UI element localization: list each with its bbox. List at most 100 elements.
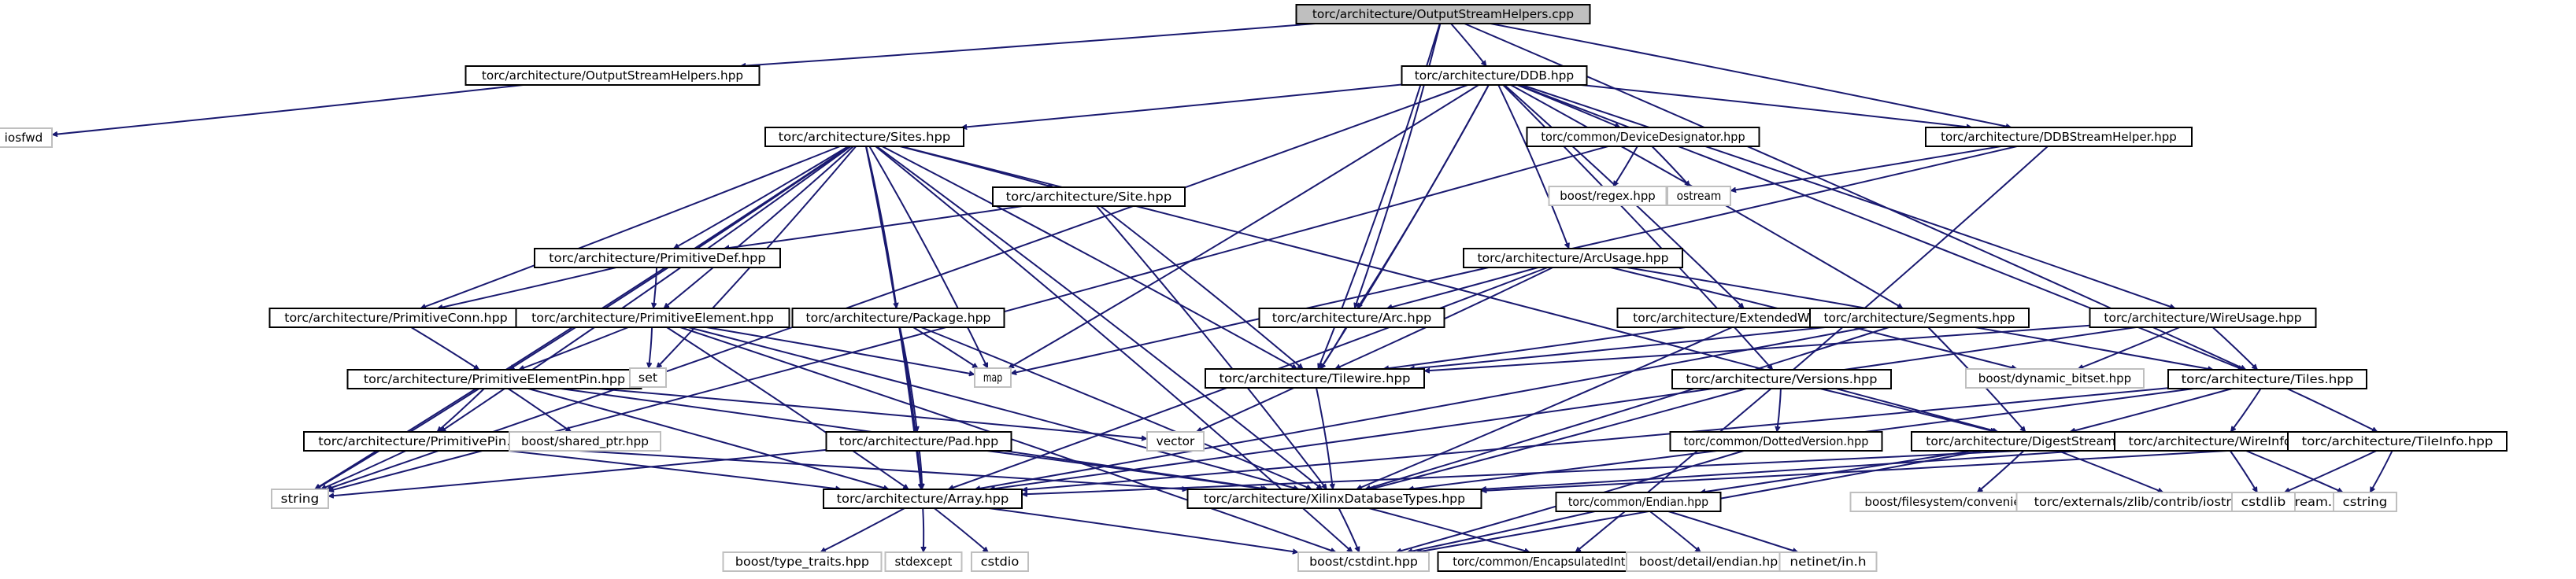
node-box [1555, 492, 1722, 512]
edge-ddb-to-ddbsh [1581, 84, 1971, 127]
node-box [992, 186, 1186, 207]
node-label: torc/common/EncapsulatedInteger.hpp [1453, 555, 1676, 569]
node-osh[interactable]: torc/architecture/OutputStreamHelpers.hp… [464, 65, 761, 86]
edge-devdes-to-ostream [1651, 146, 1691, 187]
node-root[interactable]: torc/architecture/OutputStreamHelpers.cp… [1295, 4, 1591, 24]
node-label: map [983, 371, 1002, 385]
node-cstdint: boost/cstdint.hpp [1297, 551, 1430, 572]
node-label: ostream [1677, 189, 1722, 203]
node-label: stdexcept [895, 555, 953, 569]
edge-pad-to-array [918, 450, 922, 489]
node-label: boost/type_traits.hpp [735, 555, 869, 570]
node-pad[interactable]: torc/architecture/Pad.hpp [825, 431, 1012, 452]
node-box [722, 551, 883, 572]
edge-tiles-to-wireinfo [2230, 388, 2262, 432]
node-arcusage[interactable]: torc/architecture/ArcUsage.hpp [1463, 248, 1683, 268]
edge-tiles-to-tileinfo [2286, 388, 2378, 433]
edge-digest-to-endian [1700, 450, 1973, 492]
node-label: boost/detail/endian.hpp [1639, 555, 1786, 569]
node-label: torc/architecture/PrimitiveElementPin.hp… [364, 372, 625, 386]
node-box [629, 367, 667, 388]
node-tiles[interactable]: torc/architecture/Tiles.hpp [2167, 369, 2367, 389]
edge-root-to-ddbsh [1490, 23, 2012, 127]
node-label: torc/architecture/Package.hpp [806, 311, 991, 325]
node-box [1809, 308, 2030, 328]
node-box [509, 431, 661, 452]
node-detendian: boost/detail/endian.hpp [1626, 551, 1799, 572]
edge-site-to-tilewire [1100, 205, 1304, 370]
node-sites[interactable]: torc/architecture/Sites.hpp [764, 127, 964, 147]
node-endian[interactable]: torc/common/Endian.hpp [1555, 492, 1722, 512]
edge-array-to-cstdint [988, 507, 1298, 552]
node-label: torc/architecture/DDBStreamHelper.hpp [1941, 130, 2177, 144]
node-primelem[interactable]: torc/architecture/PrimitiveElement.hpp [515, 308, 790, 328]
node-arc[interactable]: torc/architecture/Arc.hpp [1258, 308, 1445, 328]
node-ddb[interactable]: torc/architecture/DDB.hpp [1401, 65, 1588, 86]
edge-arcusage-to-arc [1386, 267, 1538, 308]
edge-arc-to-tilewire [1319, 326, 1347, 369]
node-netinet: netinet/in.h [1778, 551, 1878, 572]
node-box [1297, 551, 1430, 572]
edge-wireinfo-to-xdt [1481, 448, 2115, 489]
edge-primelempin-to-array [527, 388, 889, 489]
node-label: torc/architecture/PrimitiveConn.hpp [284, 311, 508, 325]
node-vector: vector [1146, 431, 1205, 452]
edge-ddb-to-string [327, 84, 1468, 489]
node-iosfwd: iosfwd [0, 127, 53, 148]
node-label: boost/dynamic_bitset.hpp [1978, 371, 2131, 386]
node-dynbitset: boost/dynamic_bitset.hpp [1965, 368, 2145, 389]
node-label: torc/architecture/OutputStreamHelpers.hp… [482, 68, 743, 83]
node-label: torc/architecture/DDB.hpp [1415, 68, 1575, 83]
node-primdef[interactable]: torc/architecture/PrimitiveDef.hpp [534, 248, 781, 268]
node-label: torc/architecture/Tilewire.hpp [1220, 371, 1411, 385]
edge-arcusage-to-tilewire [1335, 267, 1553, 370]
node-box [2287, 431, 2508, 452]
node-primelempin[interactable]: torc/architecture/PrimitiveElementPin.hp… [346, 369, 642, 389]
node-box [825, 431, 1012, 452]
edge-wireinfo-to-array [1022, 445, 2115, 494]
node-dottedver[interactable]: torc/common/DottedVersion.hpp [1669, 431, 1883, 452]
node-label: iosfwd [5, 131, 43, 145]
edge-wireusage-to-dynbitset [2078, 326, 2181, 369]
node-tileinfo[interactable]: torc/architecture/TileInfo.hpp [2287, 431, 2508, 452]
node-label: torc/architecture/XilinxDatabaseTypes.hp… [1204, 492, 1465, 506]
node-box [1778, 551, 1878, 572]
node-site[interactable]: torc/architecture/Site.hpp [992, 186, 1186, 207]
node-label: torc/common/Endian.hpp [1568, 495, 1708, 509]
node-box [2089, 308, 2317, 328]
node-box [1667, 186, 1731, 206]
node-label: torc/architecture/Arc.hpp [1272, 311, 1432, 325]
edge-primelem-to-map [706, 326, 975, 374]
node-box [2333, 492, 2397, 512]
node-label: cstdio [981, 555, 1020, 569]
edge-segments-to-xdt [1365, 326, 1889, 489]
edge-sites-to-xdt [876, 146, 1323, 490]
edge-tilewire-to-xdt [1316, 387, 1333, 489]
node-box [1671, 369, 1892, 389]
edge-sites-to-primelem [663, 146, 854, 309]
node-ddbsh[interactable]: torc/architecture/DDBStreamHelper.hpp [1925, 127, 2193, 147]
node-box [1965, 368, 2145, 389]
node-map: map [974, 367, 1012, 388]
node-segments[interactable]: torc/architecture/Segments.hpp [1809, 308, 2030, 328]
edge-tilewire-to-vector [1197, 387, 1294, 433]
edge-tiles-to-digest [2070, 388, 2233, 432]
node-xdt[interactable]: torc/architecture/XilinxDatabaseTypes.hp… [1186, 489, 1482, 509]
node-wireusage[interactable]: torc/architecture/WireUsage.hpp [2089, 308, 2317, 328]
edge-array-to-typetraits [820, 507, 905, 553]
node-primconn[interactable]: torc/architecture/PrimitiveConn.hpp [268, 308, 524, 328]
node-array[interactable]: torc/architecture/Array.hpp [823, 489, 1023, 509]
node-label: vector [1157, 434, 1195, 448]
node-label: cstdlib [2241, 495, 2286, 509]
node-versions[interactable]: torc/architecture/Versions.hpp [1671, 369, 1892, 389]
node-label: torc/architecture/WireInfo.hpp [2129, 434, 2320, 448]
edge-digest-to-zfstream [2057, 450, 2163, 492]
edge-array-to-cstdio [934, 507, 989, 553]
edge-primelem-to-set [649, 326, 653, 368]
node-tilewire[interactable]: torc/architecture/Tilewire.hpp [1205, 368, 1425, 389]
edge-package-to-array [898, 326, 922, 489]
node-devdes[interactable]: torc/common/DeviceDesignator.hpp [1526, 127, 1760, 147]
node-box [464, 65, 761, 86]
node-label: cstring [2343, 495, 2388, 509]
node-package[interactable]: torc/architecture/Package.hpp [791, 308, 1005, 328]
